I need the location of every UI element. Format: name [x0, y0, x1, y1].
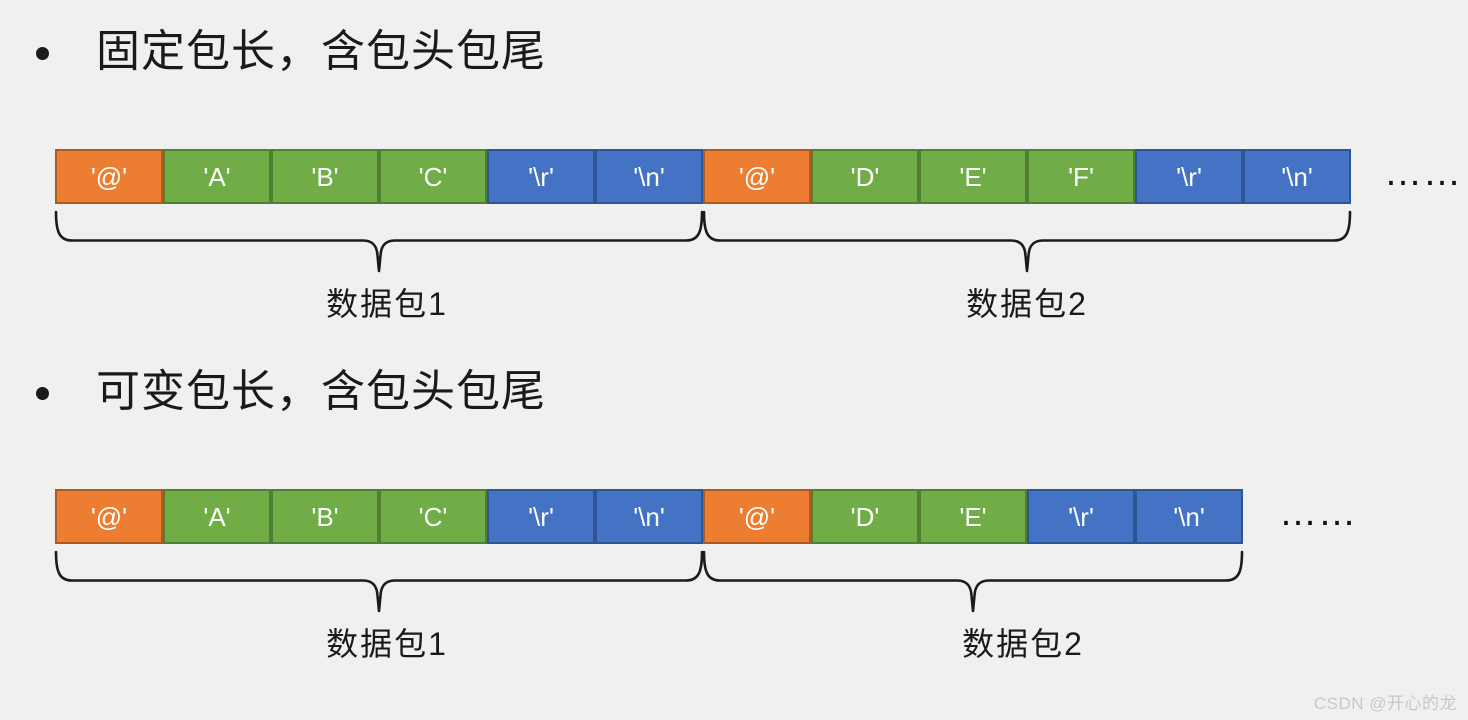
section-title: 可变包长，含包头包尾 [96, 367, 546, 416]
byte-cell-data: 'A' [163, 149, 271, 204]
byte-bar: '@''A''B''C''\r''\n''@''D''E''F''\r''\n' [55, 149, 1351, 204]
packet-label: 数据包2 [962, 626, 1084, 662]
byte-bar: '@''A''B''C''\r''\n''@''D''E''\r''\n' [55, 489, 1243, 544]
byte-cell-delimiter: '\n' [595, 149, 703, 204]
byte-cell-header: '@' [55, 489, 163, 544]
watermark: CSDN @开心的龙 [1313, 694, 1457, 713]
byte-cell-data: 'B' [271, 149, 379, 204]
section-variable-length: 可变包长，含包头包尾 '@''A''B''C''\r''\n''@''D''E'… [0, 340, 1468, 680]
byte-cell-header: '@' [703, 149, 811, 204]
packet-label: 数据包1 [326, 286, 448, 322]
packet-label: 数据包2 [966, 286, 1088, 322]
byte-cell-data: 'D' [811, 149, 919, 204]
brace [702, 210, 1352, 273]
bullet-icon [36, 387, 49, 400]
byte-cell-header: '@' [55, 149, 163, 204]
byte-cell-data: 'E' [919, 149, 1027, 204]
byte-cell-data: 'E' [919, 489, 1027, 544]
byte-cell-data: 'D' [811, 489, 919, 544]
byte-cell-delimiter: '\r' [487, 489, 595, 544]
byte-cell-delimiter: '\r' [487, 149, 595, 204]
byte-cell-delimiter: '\n' [1243, 149, 1351, 204]
continuation-ellipsis: …… [1279, 492, 1357, 534]
section-title: 固定包长，含包头包尾 [96, 27, 546, 76]
byte-cell-data: 'A' [163, 489, 271, 544]
section-fixed-length: 固定包长，含包头包尾 '@''A''B''C''\r''\n''@''D''E'… [0, 0, 1468, 340]
byte-cell-data: 'B' [271, 489, 379, 544]
brace [54, 210, 704, 273]
byte-cell-data: 'C' [379, 489, 487, 544]
brace [702, 550, 1244, 613]
brace [54, 550, 704, 613]
bullet-icon [36, 47, 49, 60]
byte-cell-data: 'C' [379, 149, 487, 204]
byte-cell-delimiter: '\n' [1135, 489, 1243, 544]
packet-label: 数据包1 [326, 626, 448, 662]
byte-cell-delimiter: '\r' [1027, 489, 1135, 544]
continuation-ellipsis: …… [1384, 152, 1462, 194]
byte-cell-delimiter: '\r' [1135, 149, 1243, 204]
byte-cell-header: '@' [703, 489, 811, 544]
byte-cell-delimiter: '\n' [595, 489, 703, 544]
byte-cell-data: 'F' [1027, 149, 1135, 204]
